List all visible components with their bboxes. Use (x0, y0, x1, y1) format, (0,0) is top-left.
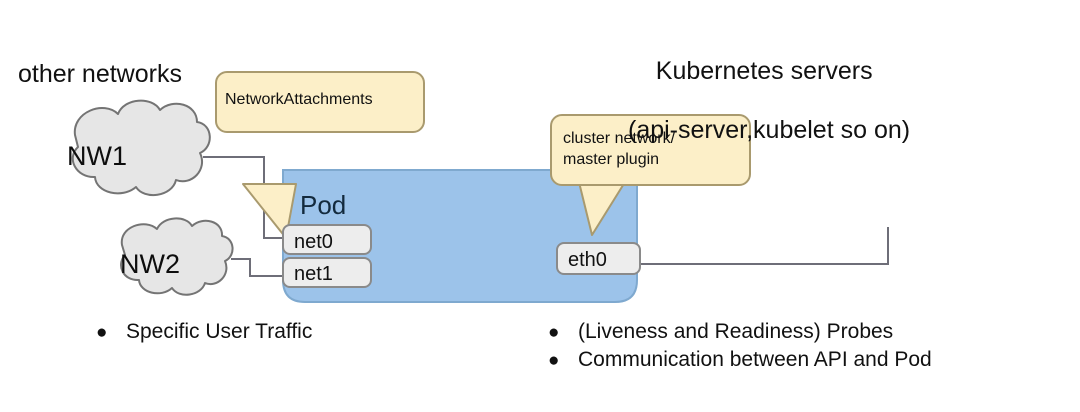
bullet-dot-icon: ● (548, 322, 560, 343)
kubernetes-servers-heading: Kubernetes servers (api-server,kubelet s… (628, 27, 910, 204)
bullet-dot-icon: ● (96, 322, 108, 343)
list-item: ● Communication between API and Pod (548, 346, 932, 374)
bullet-dot-icon: ● (548, 349, 560, 371)
list-item-label: (Liveness and Readiness) Probes (578, 320, 894, 343)
cloud-nw2 (120, 217, 234, 296)
kubernetes-servers-heading-line2: (api-server,kubelet so on) (628, 115, 911, 144)
callout-network-attachments-text: NetworkAttachments (225, 91, 373, 108)
interface-label-eth0: eth0 (568, 249, 607, 271)
callout-cluster-network-text: cluster network/ master plugin (563, 130, 676, 169)
kubernetes-servers-heading-line1: Kubernetes servers (655, 56, 873, 85)
connector-nw2-to-net1 (231, 258, 286, 277)
cloud-label-nw2: NW2 (120, 249, 180, 279)
callout-cluster-network (550, 114, 751, 236)
list-item-label: Specific User Traffic (126, 320, 313, 343)
interface-chip-eth0[interactable] (556, 242, 641, 275)
other-networks-label: other networks (18, 60, 182, 88)
cloud-nw1 (71, 99, 211, 196)
callout-network-attachments (215, 71, 425, 239)
interface-label-net0: net0 (294, 231, 333, 253)
bullet-list-left: ● Specific User Traffic (96, 318, 312, 346)
bullet-list-right: ● (Liveness and Readiness) Probes ● Comm… (548, 318, 932, 373)
interface-chip-net0[interactable] (282, 224, 372, 255)
list-item: ● (Liveness and Readiness) Probes (548, 318, 932, 346)
interface-label-net1: net1 (294, 263, 333, 285)
cloud-label-nw1: NW1 (67, 141, 127, 171)
list-item: ● Specific User Traffic (96, 318, 312, 346)
interface-chip-net1[interactable] (282, 257, 372, 288)
list-item-label: Communication between API and Pod (578, 347, 932, 371)
pod-label: Pod (300, 190, 347, 220)
connector-eth0-to-k8s-servers (637, 227, 889, 265)
